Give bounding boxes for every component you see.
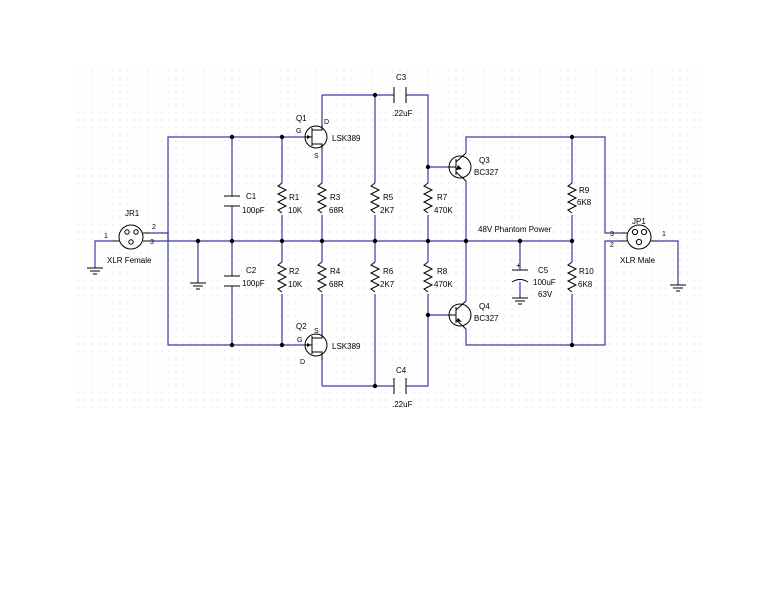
- svg-text:C5: C5: [538, 266, 549, 275]
- grid-background: [72, 70, 704, 410]
- svg-text:G: G: [296, 128, 301, 135]
- svg-text:C2: C2: [246, 266, 257, 275]
- svg-text:XLR Male: XLR Male: [620, 256, 656, 265]
- svg-text:Q2: Q2: [296, 322, 307, 331]
- svg-text:Q4: Q4: [479, 302, 490, 311]
- xlr-connector-jp1: JP1 3 2 1 XLR Male: [610, 217, 666, 265]
- ground-icon: [87, 267, 103, 275]
- svg-text:63V: 63V: [538, 290, 553, 299]
- capacitor-c2: C2 100pF: [224, 266, 265, 288]
- svg-text:R9: R9: [579, 186, 590, 195]
- svg-text:3: 3: [150, 239, 154, 246]
- svg-text:68R: 68R: [329, 280, 344, 289]
- svg-text:470K: 470K: [434, 280, 453, 289]
- svg-text:10K: 10K: [288, 280, 303, 289]
- svg-text:R6: R6: [383, 267, 394, 276]
- capacitor-c3: C3 .22uF: [392, 73, 413, 118]
- svg-text:C3: C3: [396, 73, 407, 82]
- svg-text:2: 2: [152, 224, 156, 231]
- resistor-r4: R4 68R: [316, 261, 344, 293]
- resistor-r9: R9 6K8: [566, 182, 592, 214]
- resistor-r1: R1 10K: [276, 182, 303, 215]
- svg-text:2K7: 2K7: [380, 280, 395, 289]
- junction-dots: [195, 92, 575, 389]
- svg-text:C4: C4: [396, 366, 407, 375]
- svg-text:100pF: 100pF: [242, 279, 265, 288]
- resistor-r6: R6 2K7: [369, 261, 395, 293]
- svg-text:XLR Female: XLR Female: [107, 256, 152, 265]
- svg-text:.22uF: .22uF: [392, 109, 413, 118]
- svg-text:68R: 68R: [329, 206, 344, 215]
- svg-text:2: 2: [610, 242, 614, 249]
- svg-text:100uF: 100uF: [533, 278, 556, 287]
- resistor-r10: R10 6K8: [566, 261, 594, 293]
- svg-text:R3: R3: [330, 193, 341, 202]
- svg-text:R4: R4: [330, 267, 341, 276]
- svg-text:1: 1: [104, 233, 108, 240]
- wires: [94, 94, 679, 387]
- capacitor-c1: C1 100pF: [224, 192, 265, 215]
- svg-text:6K8: 6K8: [577, 198, 592, 207]
- svg-text:C1: C1: [246, 192, 257, 201]
- svg-text:R2: R2: [289, 267, 300, 276]
- svg-text:R10: R10: [579, 267, 594, 276]
- capacitor-c5: + C5 100uF 63V: [511, 261, 556, 299]
- svg-text:BC327: BC327: [474, 314, 499, 323]
- svg-text:470K: 470K: [434, 206, 453, 215]
- svg-text:6K8: 6K8: [578, 280, 593, 289]
- ground-icon: [190, 282, 206, 290]
- svg-text:D: D: [324, 119, 329, 126]
- svg-text:100pF: 100pF: [242, 206, 265, 215]
- transistor-q3: Q3 BC327: [448, 152, 499, 182]
- svg-text:10K: 10K: [288, 206, 303, 215]
- resistor-r8: R8 470K: [422, 261, 453, 293]
- resistor-r5: R5 2K7: [369, 182, 395, 215]
- jfet-q1: Q1 G D S LSK389: [296, 114, 361, 160]
- xlr-connector-jr1: JR1 1 2 3 XLR Female: [104, 209, 156, 265]
- svg-text:+: +: [516, 261, 521, 270]
- svg-text:R1: R1: [289, 193, 300, 202]
- capacitor-c4: C4 .22uF: [392, 366, 413, 409]
- jfet-q2: Q2 G S D LSK389: [296, 322, 361, 366]
- svg-text:2K7: 2K7: [380, 206, 395, 215]
- svg-text:Q3: Q3: [479, 156, 490, 165]
- svg-text:Q1: Q1: [296, 114, 307, 123]
- phantom-power-label: 48V Phantom Power: [478, 225, 552, 234]
- svg-text:LSK389: LSK389: [332, 134, 361, 143]
- resistor-r3: R3 68R: [316, 182, 344, 215]
- svg-text:3: 3: [610, 231, 614, 238]
- svg-text:R8: R8: [437, 267, 448, 276]
- svg-text:R7: R7: [437, 193, 448, 202]
- ground-icon: [670, 284, 686, 292]
- svg-text:S: S: [314, 153, 319, 160]
- svg-text:JR1: JR1: [125, 209, 140, 218]
- svg-text:D: D: [300, 359, 305, 366]
- svg-text:.22uF: .22uF: [392, 400, 413, 409]
- svg-text:1: 1: [662, 231, 666, 238]
- ground-icon: [512, 297, 528, 305]
- svg-text:R5: R5: [383, 193, 394, 202]
- svg-text:S: S: [314, 328, 319, 335]
- transistor-q4: Q4 BC327: [448, 300, 499, 330]
- svg-text:G: G: [297, 337, 302, 344]
- svg-text:LSK389: LSK389: [332, 342, 361, 351]
- resistor-r2: R2 10K: [276, 261, 303, 293]
- svg-text:BC327: BC327: [474, 168, 499, 177]
- svg-text:JP1: JP1: [632, 217, 646, 226]
- resistor-r7: R7 470K: [422, 182, 453, 215]
